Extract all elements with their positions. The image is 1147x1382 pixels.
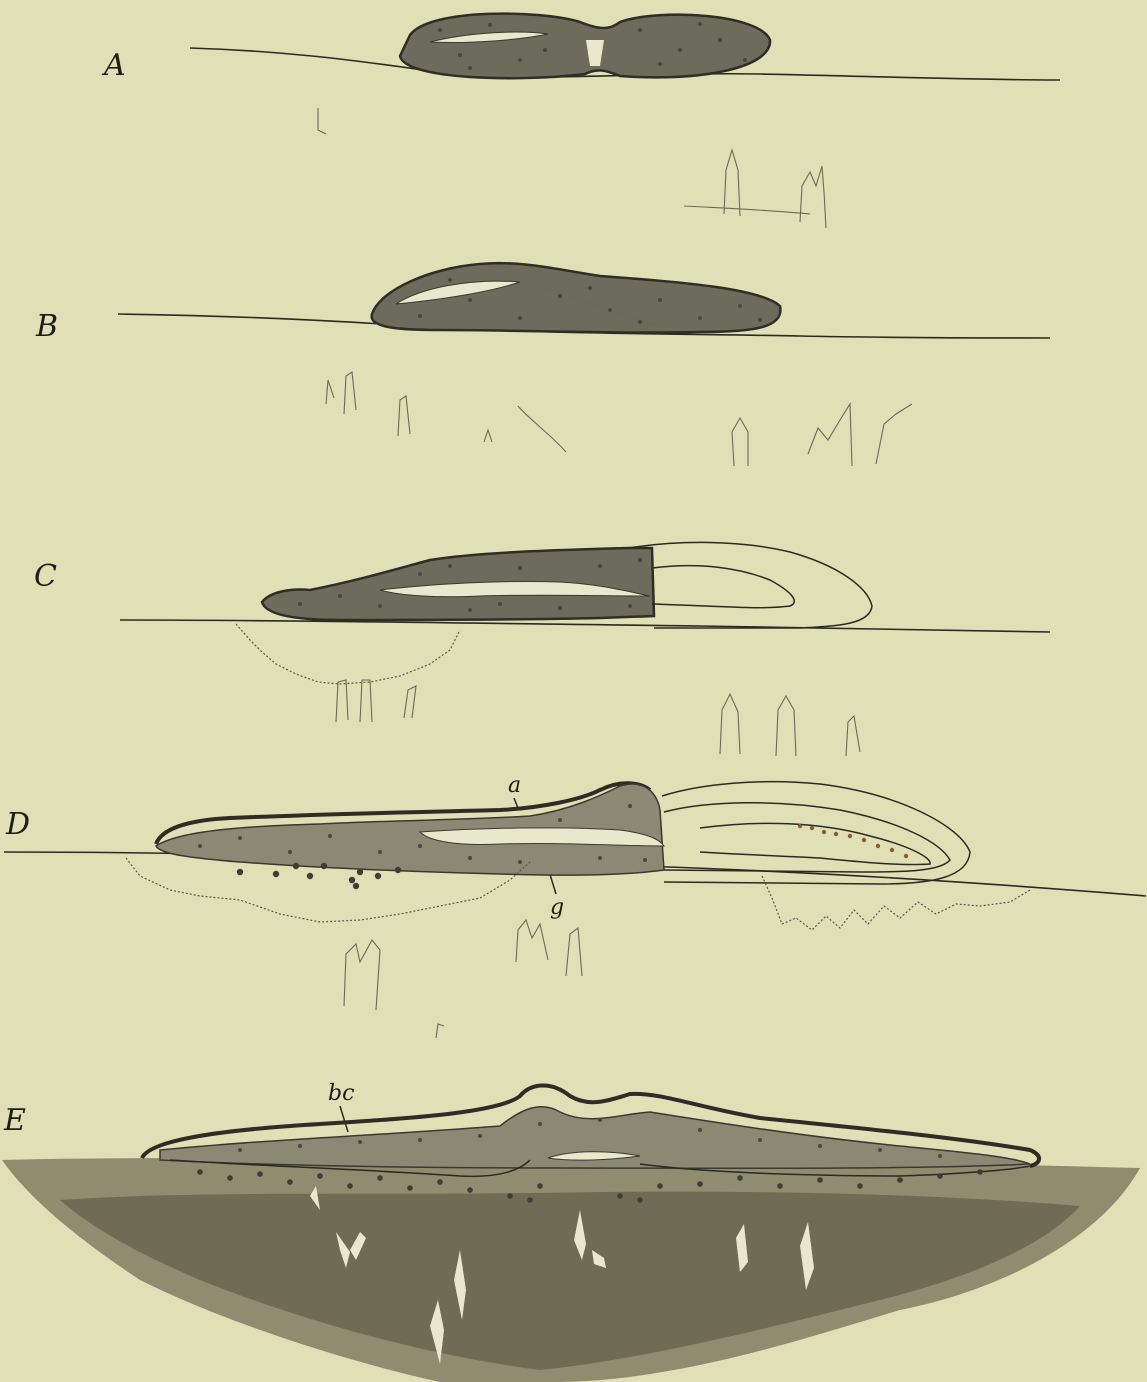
panel-c-amnion-inner — [652, 566, 794, 608]
panel-d-amnion-fold-inner — [700, 823, 930, 864]
panel-d: D a g — [4, 773, 1146, 1038]
panel-b-villus-6 — [732, 418, 748, 466]
panel-c-villus-1 — [336, 680, 348, 722]
panel-a-line — [684, 206, 810, 214]
panel-e-label-bc: bc — [328, 1081, 354, 1106]
panel-d-amnion-fold-middle — [664, 803, 950, 872]
panel-label-e: E — [3, 1103, 26, 1138]
panel-a-villus-2 — [724, 150, 740, 216]
panel-b-villus-1 — [326, 380, 334, 404]
panel-a-germ-disc — [400, 14, 770, 79]
panel-b-villus-2 — [344, 372, 356, 414]
panel-d-villus-dots — [798, 824, 908, 858]
panel-c-villus-4 — [720, 694, 740, 754]
panel-d-pointer-a — [514, 798, 518, 808]
panel-label-d: D — [5, 807, 30, 842]
panel-e: E bc — [2, 1081, 1140, 1382]
panel-label-b: B — [35, 309, 58, 344]
panel-e-decidua-shade — [60, 1192, 1080, 1370]
panel-c-villus-3 — [404, 686, 416, 718]
panel-a-villus-3 — [800, 166, 826, 228]
panel-b-villus-8 — [876, 404, 912, 464]
panel-c-surface-line — [120, 620, 1050, 632]
panel-label-a: A — [101, 48, 126, 83]
panel-d-villus-2 — [516, 920, 548, 962]
panel-a-villus-1 — [318, 108, 326, 134]
panel-c-villus-5 — [776, 696, 796, 756]
panel-c-chorion-edge — [236, 624, 460, 684]
panel-a: A — [101, 14, 1060, 228]
panel-b: B — [35, 263, 1050, 466]
panel-d-label-a: a — [508, 773, 521, 798]
panel-e-pointer-bc — [340, 1106, 348, 1132]
panel-b-villus-4 — [484, 430, 492, 442]
panel-b-villus-7 — [808, 404, 852, 466]
panel-d-villus-1 — [344, 940, 380, 1010]
panel-b-villus-5 — [518, 406, 566, 452]
panel-b-villus-3 — [398, 396, 410, 436]
panel-c: C — [34, 542, 1050, 756]
panel-c-amnion-fold — [628, 542, 872, 628]
panel-d-villus-4 — [436, 1024, 444, 1038]
panel-d-villus-3 — [566, 928, 582, 976]
panel-c-villus-6 — [846, 716, 860, 756]
panel-label-c: C — [34, 559, 57, 594]
panel-d-label-g: g — [550, 895, 564, 920]
panel-c-villus-2 — [360, 680, 372, 722]
